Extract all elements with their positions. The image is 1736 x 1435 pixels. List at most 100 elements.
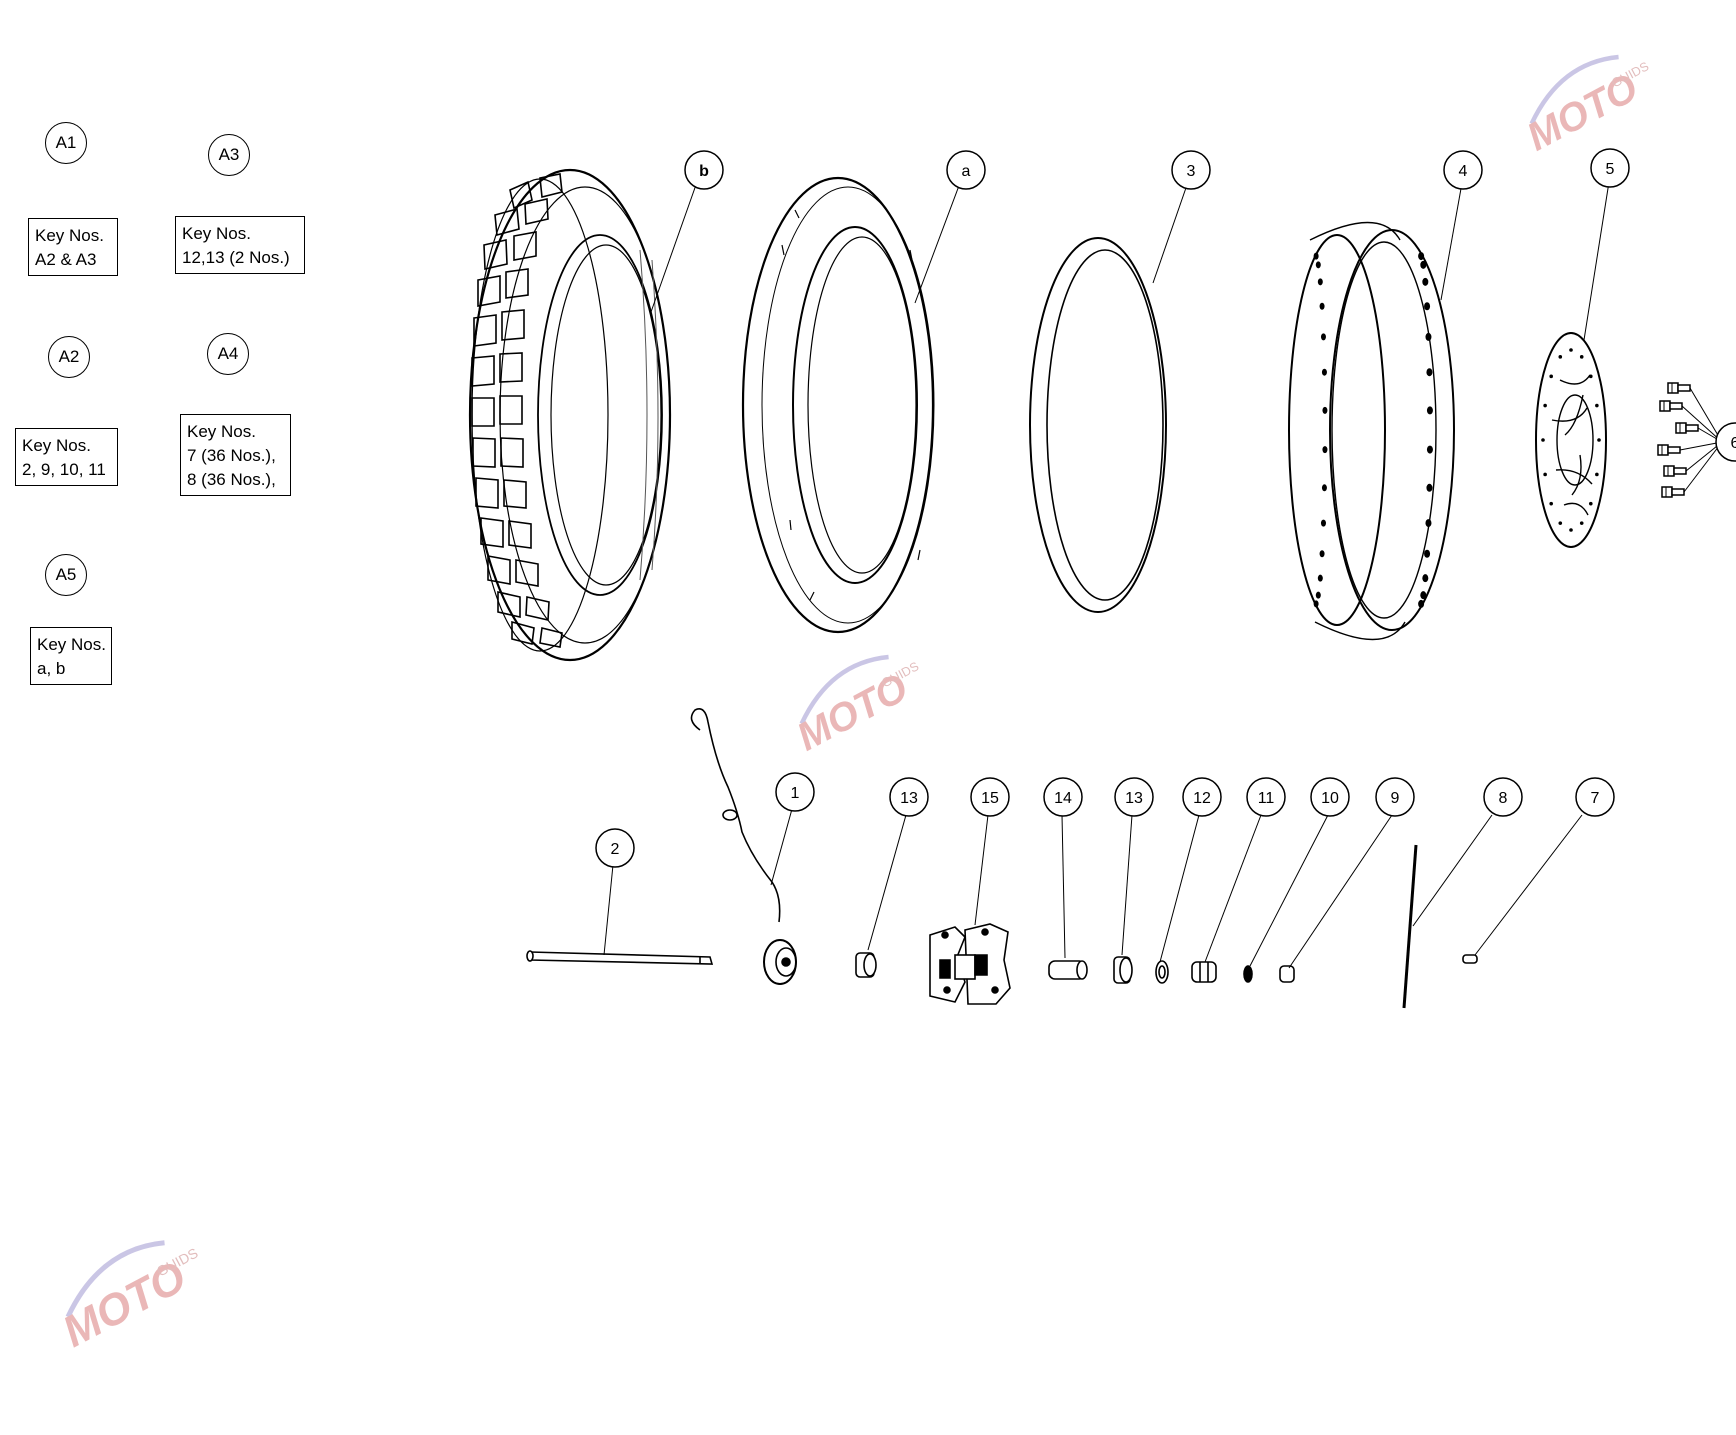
assembly-a3-label: A3 (218, 145, 240, 164)
disc-bolts-drawing (1657, 382, 1723, 498)
rim-hole (1426, 368, 1433, 377)
disc-hole (1543, 472, 1547, 477)
assembly-a5-key-line2: a, b (37, 659, 66, 678)
assembly-a2-key-line2: 2, 9, 10, 11 (22, 460, 106, 479)
rim-hole (1426, 406, 1433, 415)
callout-p14-label: 14 (1054, 790, 1072, 807)
rim-hole (1322, 446, 1328, 454)
leader-lines (603, 181, 1610, 969)
assembly-a4-keybox: Key Nos. 7 (36 Nos.), 8 (36 Nos.), (180, 414, 291, 496)
disc-hole (1595, 403, 1599, 408)
assembly-a4-key-line2: 7 (36 Nos.), (187, 446, 276, 465)
assembly-a5-key-line1: Key Nos. (37, 635, 106, 654)
rim-tape-drawing (1029, 237, 1167, 613)
callout-p15-label: 15 (981, 790, 999, 807)
assembly-a3-key-line2: 12,13 (2 Nos.) (182, 248, 290, 267)
disc-hole (1579, 355, 1584, 359)
rim-drawing (1288, 221, 1455, 641)
rim-hole (1320, 519, 1326, 527)
disc-hole (1588, 374, 1593, 379)
assembly-a5-keybox: Key Nos. a, b (30, 627, 112, 685)
callout-p2-label: 2 (611, 841, 620, 858)
assembly-a1-circle: A1 (45, 122, 87, 164)
rim-hole (1422, 574, 1429, 583)
rim-hole (1420, 591, 1427, 600)
speedo-drive-drawing (690, 708, 797, 985)
callout-p2: 2 (595, 828, 635, 868)
callout-p4: 4 (1443, 150, 1483, 190)
callout-p7: 7 (1575, 777, 1615, 817)
assembly-a4-key-line3: 8 (36 Nos.), (187, 470, 276, 489)
callout-p7-label: 7 (1591, 790, 1600, 807)
rim-hole (1424, 302, 1431, 311)
disc-hole (1569, 528, 1573, 532)
assembly-a3-keybox: Key Nos. 12,13 (2 Nos.) (175, 216, 305, 274)
callout-p11-label: 11 (1258, 790, 1275, 807)
callout-p15: 15 (970, 777, 1010, 817)
callout-p13b: 13 (1114, 777, 1154, 817)
assembly-a2-label: A2 (58, 347, 80, 366)
callout-p10: 10 (1310, 777, 1350, 817)
assembly-a5-label: A5 (55, 565, 77, 584)
rim-hole (1425, 332, 1432, 341)
callout-p9-label: 9 (1391, 790, 1400, 807)
assembly-a1-key-line2: A2 & A3 (35, 250, 97, 269)
assembly-a1-label: A1 (55, 133, 77, 152)
rim-hole (1315, 261, 1321, 269)
assembly-a3-circle: A3 (208, 134, 250, 176)
disc-hole (1558, 355, 1563, 359)
disc-hole (1549, 501, 1554, 506)
rim-hole (1313, 600, 1319, 608)
callout-b: b (684, 150, 724, 190)
rim-hole (1313, 252, 1319, 260)
disc-hole (1541, 438, 1545, 442)
rim-hole (1424, 549, 1431, 558)
disc-hole (1549, 374, 1554, 379)
callout-p4-label: 4 (1459, 163, 1468, 180)
brake-disc-drawing (1535, 332, 1607, 548)
callout-p6: 6 (1715, 422, 1736, 462)
rim-hole (1420, 260, 1427, 269)
rim-hole (1418, 599, 1425, 608)
rim-hole (1418, 252, 1425, 261)
callout-p3-label: 3 (1187, 163, 1196, 180)
callout-p11: 11 (1246, 777, 1286, 817)
callout-p12: 12 (1182, 777, 1222, 817)
assembly-a2-circle: A2 (48, 336, 90, 378)
disc-hole (1597, 438, 1601, 442)
callout-p9: 9 (1375, 777, 1415, 817)
rim-hole (1319, 550, 1325, 558)
callout-p13a-label: 13 (900, 790, 918, 807)
rim-hole (1426, 483, 1433, 492)
callout-p5: 5 (1590, 148, 1630, 188)
callout-p1-label: 1 (791, 785, 800, 802)
callout-p6-label: 6 (1731, 435, 1736, 452)
rim-hole (1319, 302, 1325, 310)
callout-b-label: b (699, 163, 709, 180)
rim-hole (1317, 574, 1323, 582)
assembly-a3-key-line1: Key Nos. (182, 224, 251, 243)
callout-p5-label: 5 (1606, 161, 1615, 178)
assembly-a4-label: A4 (217, 344, 239, 363)
disc-hole (1558, 521, 1563, 525)
assembly-a1-key-line1: Key Nos. (35, 226, 104, 245)
callout-p10-label: 10 (1321, 790, 1339, 807)
disc-hole (1588, 501, 1593, 506)
rim-hole (1321, 484, 1327, 492)
assembly-a4-key-line1: Key Nos. (187, 422, 256, 441)
disc-hole (1595, 472, 1599, 477)
rim-hole (1322, 406, 1328, 414)
axle-drawing (526, 950, 714, 965)
callout-p12-label: 12 (1193, 790, 1211, 807)
rim-hole (1426, 445, 1433, 454)
callout-p3: 3 (1171, 150, 1211, 190)
disc-hole (1579, 521, 1584, 525)
callout-p1: 1 (775, 772, 815, 812)
rim-hole (1320, 333, 1326, 341)
rim-hole (1315, 591, 1321, 599)
